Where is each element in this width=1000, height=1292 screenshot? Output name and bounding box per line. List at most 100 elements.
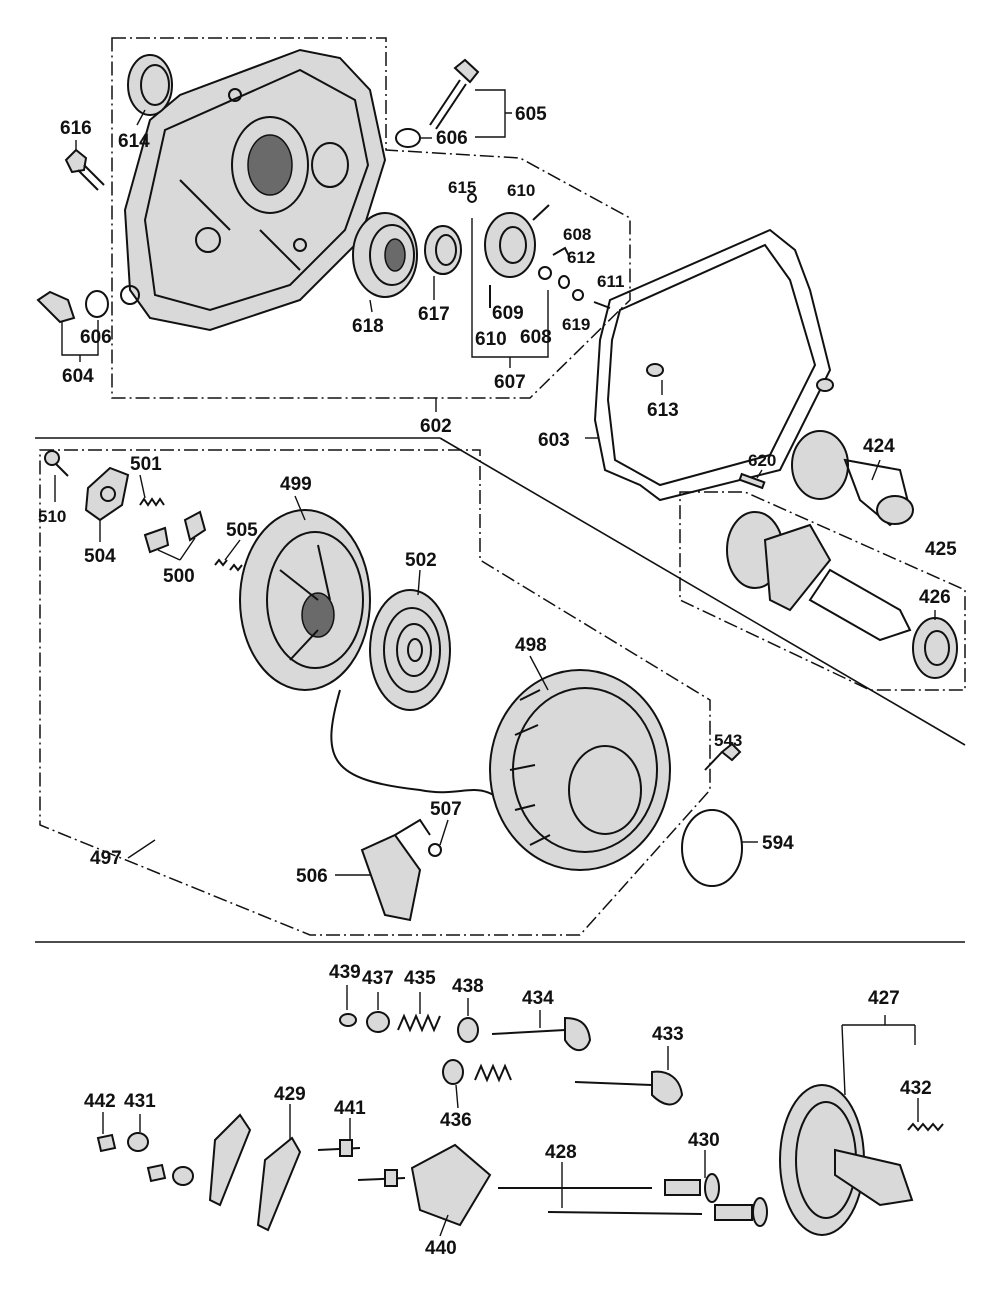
part-618-bearing [352,212,418,298]
label-504: 504 [84,546,116,567]
part-620-key [738,472,766,490]
part-438-retainer [457,1017,479,1043]
part-594-o-ring [681,809,743,887]
leader-440 [439,1214,449,1237]
part-431-pivot [127,1132,194,1186]
gasket-crank-group [585,228,966,691]
part-499-pulley [239,509,371,691]
label-433: 433 [652,1024,684,1045]
label-497: 497 [90,848,122,869]
part-428-pushrods [498,1187,703,1215]
label-440: 440 [425,1238,457,1259]
part-543-bolt [704,742,742,771]
leader-502 [417,569,421,596]
part-labels: 616 614 605 606 615 610 608 612 611 606 … [38,104,957,1259]
label-437: 437 [362,968,394,989]
label-429: 429 [274,1084,306,1105]
part-441-studs [317,1139,406,1187]
label-434: 434 [522,988,554,1009]
part-442-nut [96,1133,167,1183]
part-617-bearing [424,225,462,275]
label-431: 431 [124,1091,156,1112]
label-602: 602 [420,416,452,437]
label-428: 428 [545,1142,577,1163]
label-500: 500 [163,566,195,587]
part-506-handle [360,818,431,922]
label-439: 439 [329,962,361,983]
label-606a: 606 [436,128,468,149]
part-607-governor [467,193,611,309]
leader-498 [529,655,549,691]
label-502: 502 [405,550,437,571]
label-609: 609 [492,303,524,324]
part-603-gasket [593,228,832,502]
label-618: 618 [352,316,384,337]
part-439-keeper [339,1013,357,1027]
label-615: 615 [448,178,476,197]
label-425: 425 [925,539,957,560]
leader-605 [475,89,512,138]
label-430: 430 [688,1130,720,1151]
label-498: 498 [515,635,547,656]
label-616: 616 [60,118,92,139]
part-614-oil-seal [127,54,173,116]
label-506: 506 [296,866,328,887]
part-430-tappets [664,1173,768,1227]
leader-499 [294,495,306,521]
part-429-rockers [208,1113,302,1232]
label-604: 604 [62,366,94,387]
label-612: 612 [567,248,595,267]
label-607: 607 [494,372,526,393]
label-442: 442 [84,1091,116,1112]
part-426-bearing-crank [726,511,958,679]
leader-424 [871,459,881,481]
leader-614 [136,109,146,126]
label-617: 617 [418,304,450,325]
leader-604 [61,320,99,362]
label-507: 507 [430,799,462,820]
part-436-retainer [442,1059,464,1085]
leader-620 [756,469,763,479]
label-501: 501 [130,454,162,475]
label-424: 424 [863,436,895,457]
part-500-pawls [143,510,207,554]
label-610a: 610 [507,181,535,200]
part-613-dowels [646,363,834,392]
label-510: 510 [38,507,66,526]
recoil-starter-frame [39,449,711,936]
valvetrain-group [96,985,944,1237]
leader-427 [841,1015,916,1096]
part-434-valve [491,1016,592,1052]
part-502-spiral-spring [369,589,451,711]
label-620: 620 [748,451,776,470]
label-613: 613 [647,400,679,421]
part-424-crankshaft [791,430,914,527]
leader-507 [439,819,449,846]
crankcase-cover-group [36,37,631,412]
label-441: 441 [334,1098,366,1119]
label-608b: 608 [520,327,552,348]
leader-500 [157,537,196,561]
label-432: 432 [900,1078,932,1099]
crankcase-cover-frame [111,37,631,399]
label-426: 426 [919,587,951,608]
leader-607 [471,218,549,368]
part-507-retainer [428,843,442,857]
leader-505 [224,539,241,561]
part-604-oil-plug [36,290,109,324]
leader-497 [127,839,156,859]
label-614: 614 [118,131,150,152]
label-438: 438 [452,976,484,997]
part-616-bolt [64,148,105,191]
label-608a: 608 [563,225,591,244]
label-499: 499 [280,474,312,495]
leader-618 [369,299,373,313]
section-divider-diagonal [439,437,966,746]
part-498-housing [489,669,671,871]
label-505: 505 [226,520,258,541]
label-435: 435 [404,968,436,989]
part-435-spring [397,1013,441,1033]
label-619: 619 [562,315,590,334]
leader-436 [455,1084,459,1109]
